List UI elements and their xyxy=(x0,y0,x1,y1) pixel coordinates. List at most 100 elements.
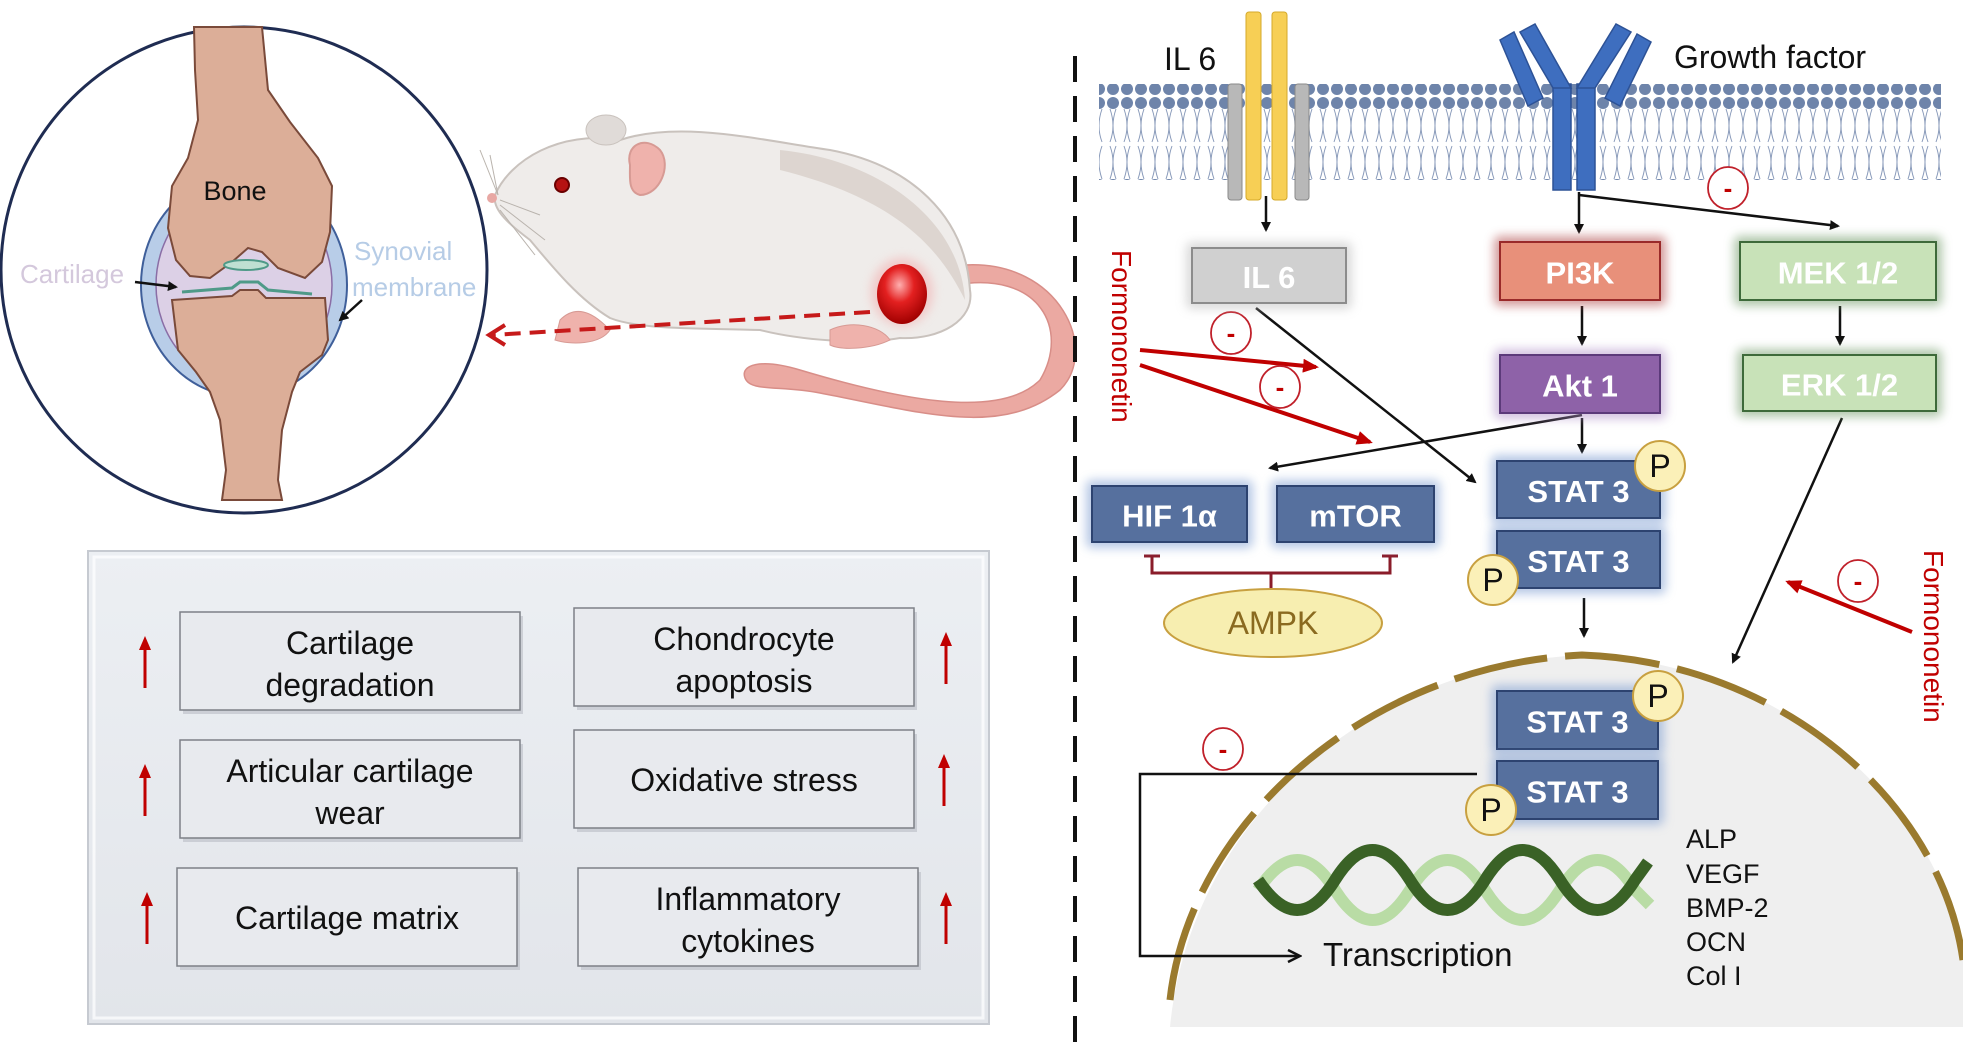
stat3-cyto-upper: STAT 3 xyxy=(1491,455,1666,524)
rat-ear-back xyxy=(585,114,627,146)
ampk-node: AMPK xyxy=(1163,588,1383,658)
effect-item-label: Oxidative stress xyxy=(630,762,858,798)
gp130-subunit-left xyxy=(1227,83,1243,201)
gene-item: Col I xyxy=(1686,961,1742,991)
effect-item-box xyxy=(577,867,919,967)
growth-factor-label: Growth factor xyxy=(1674,39,1866,75)
svg-text:P: P xyxy=(1480,792,1501,828)
formononetin-arrow-to-akt-hif xyxy=(1139,363,1373,445)
svg-text:-: - xyxy=(1854,566,1863,596)
nucleus-interior xyxy=(1170,655,1963,1027)
akt-node: Akt 1 xyxy=(1494,349,1666,419)
stat3-nuc-lower-label: STAT 3 xyxy=(1526,775,1628,810)
effect-item-box xyxy=(179,739,521,839)
cartilage-pointer-arrow xyxy=(134,280,178,291)
hif1a-node: HIF 1α xyxy=(1086,480,1253,548)
pi3k-node: PI3K xyxy=(1494,236,1666,306)
pi3k-node-body xyxy=(1499,241,1661,301)
formononetin-arrow-to-il6-stat3 xyxy=(1139,348,1319,373)
effect-item-box xyxy=(573,607,915,707)
ampk-node-body xyxy=(1163,588,1383,658)
effect-item-label: wear xyxy=(314,795,385,831)
formononetin-label-right: Formononetin xyxy=(1918,550,1949,723)
transcription-label: Transcription xyxy=(1323,936,1513,973)
mtor-node-label: mTOR xyxy=(1309,499,1401,534)
gfr-arm-right-outer xyxy=(1604,32,1652,108)
zoom-dashed-arrow xyxy=(491,310,871,337)
inhibition-markers: - - - - - xyxy=(1202,166,1879,771)
meniscus xyxy=(223,259,269,271)
il6-receptor: IL 6 xyxy=(1164,11,1310,201)
effect-item-label: Inflammatory xyxy=(656,881,841,917)
formononetin-arrow-to-erk xyxy=(1785,580,1913,634)
femur-bone xyxy=(166,26,334,280)
il6-node-body xyxy=(1191,247,1347,304)
ampk-bracket-line xyxy=(1150,556,1392,575)
phospho-marker: P xyxy=(1634,440,1686,492)
stat3-cyto-lower: STAT 3 xyxy=(1491,525,1666,594)
mek-node: MEK 1/2 xyxy=(1734,236,1942,306)
stat3-nuc-lower: STAT 3 xyxy=(1491,755,1664,825)
svg-text:P: P xyxy=(1649,448,1670,484)
ampk-node-label: AMPK xyxy=(1228,605,1319,641)
synovial-label-line1: Synovial xyxy=(354,236,452,266)
rat-nose xyxy=(487,193,497,203)
effect-item: Oxidative stress xyxy=(573,729,950,832)
nuclear-envelope xyxy=(1166,651,1963,1001)
erk-node-label: ERK 1/2 xyxy=(1781,368,1898,403)
rat-ear xyxy=(628,141,666,197)
arrow-stat3-to-transcription xyxy=(1138,772,1477,956)
gene-item: ALP xyxy=(1686,824,1737,854)
ampk-inhibition-bracket xyxy=(1144,554,1398,588)
effects-panel-bevel xyxy=(92,555,985,1020)
il6-node: IL 6 xyxy=(1186,242,1352,309)
growth-factor-receptor: Growth factor xyxy=(1499,22,1866,191)
cartilage-layer xyxy=(181,280,313,296)
phospho-marker: P xyxy=(1465,784,1517,836)
rat-body-shade xyxy=(780,150,965,300)
svg-text:P: P xyxy=(1482,562,1503,598)
svg-text:-: - xyxy=(1219,734,1228,764)
rat-front-foot xyxy=(554,310,611,344)
effect-item-label: apoptosis xyxy=(676,663,813,699)
stat3-cyto-lower-body xyxy=(1496,530,1661,589)
effect-item-label: Chondrocyte xyxy=(653,621,834,657)
il6-receptor-label: IL 6 xyxy=(1164,41,1216,77)
il6r-chain-left xyxy=(1245,11,1262,201)
inhibit-marker: - xyxy=(1202,727,1244,771)
increase-arrow-icon xyxy=(940,892,952,944)
gfr-stem-right xyxy=(1576,83,1596,191)
rat-hind-foot xyxy=(829,324,891,349)
gfr-stem-left xyxy=(1552,83,1572,191)
erk-node-body xyxy=(1742,354,1937,412)
pi3k-node-label: PI3K xyxy=(1546,256,1616,291)
effect-item-box xyxy=(573,729,915,829)
synovial-label-line2: membrane xyxy=(352,272,476,302)
effect-item-label: Cartilage xyxy=(286,625,414,661)
dna-strand-dark xyxy=(1253,844,1653,916)
target-gene-list: ALP VEGF BMP-2 OCN Col I xyxy=(1686,824,1769,991)
inhibit-marker: - xyxy=(1837,559,1879,603)
phospho-marker: P xyxy=(1632,670,1684,722)
gfr-arm-right-inner xyxy=(1575,23,1633,89)
effects-panel: CartilagedegradationChondrocyteapoptosis… xyxy=(87,550,990,1025)
effect-item-box xyxy=(179,611,521,711)
rat-tail xyxy=(743,264,1077,419)
increase-arrow-icon xyxy=(940,632,952,684)
effect-item-box xyxy=(176,867,518,967)
effects-list: CartilagedegradationChondrocyteapoptosis… xyxy=(139,607,952,970)
increase-arrow-icon xyxy=(938,754,950,806)
erk-node: ERK 1/2 xyxy=(1737,349,1942,417)
mek-node-body xyxy=(1739,241,1937,301)
stat3-cyto-lower-label: STAT 3 xyxy=(1527,544,1629,579)
arrow-erk-to-nucleus xyxy=(1731,417,1844,664)
stat3-nuc-upper-label: STAT 3 xyxy=(1526,705,1628,740)
mtor-node: mTOR xyxy=(1271,480,1440,548)
gene-item: VEGF xyxy=(1686,859,1760,889)
gfr-arm-left-outer xyxy=(1499,30,1544,108)
knee-joint-illustration: Bone Cartilage Synovial membrane xyxy=(0,25,489,515)
inhibit-marker: - xyxy=(1259,365,1301,409)
